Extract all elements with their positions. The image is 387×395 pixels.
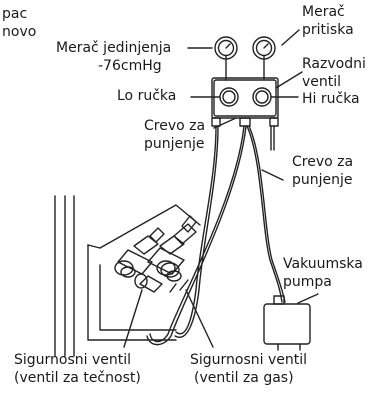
charging-hose-right-label-2: punjenje: [292, 172, 353, 188]
pressure-gauge-label-2: pritiska: [302, 22, 354, 38]
gauge-needles: [225, 43, 269, 49]
wall-pipes: [54, 195, 75, 357]
charging-hose-right-label-1: Crevo za: [292, 154, 354, 170]
vacuum-pump-label-1: Vakuumska: [283, 256, 363, 272]
compound-gauge-label-2: -76cmHg: [98, 58, 162, 74]
leader-lines: [123, 29, 319, 348]
charging-hoses: [146, 125, 286, 346]
partial-label-2: novo: [2, 24, 37, 40]
charging-hose-left-label-1: Crevo za: [144, 118, 206, 134]
compound-gauge-label-1: Merač jedinjenja: [56, 40, 172, 56]
lo-handle-label: Lo ručka: [117, 88, 177, 104]
liquid-valve-label-2: (ventil za tečnost): [14, 370, 141, 386]
vacuum-pump: [263, 295, 311, 351]
partial-label-1: pac: [2, 6, 28, 22]
service-valves: [114, 215, 197, 293]
gas-valve-label-2: (ventil za gas): [194, 370, 294, 386]
hi-handle-label: Hi ručka: [302, 91, 360, 107]
gas-valve-label-1: Sigurnosni ventil: [190, 352, 308, 368]
manifold-label-1: Razvodni: [302, 56, 366, 72]
vacuum-pump-label-2: pumpa: [283, 274, 332, 290]
pressure-gauge-label-1: Merač: [302, 4, 345, 20]
charging-hose-left-label-2: punjenje: [144, 136, 205, 152]
liquid-valve-label-1: Sigurnosni ventil: [14, 352, 132, 368]
manifold-label-2: ventil: [302, 74, 342, 90]
manifold-gauge-set: [211, 36, 279, 119]
